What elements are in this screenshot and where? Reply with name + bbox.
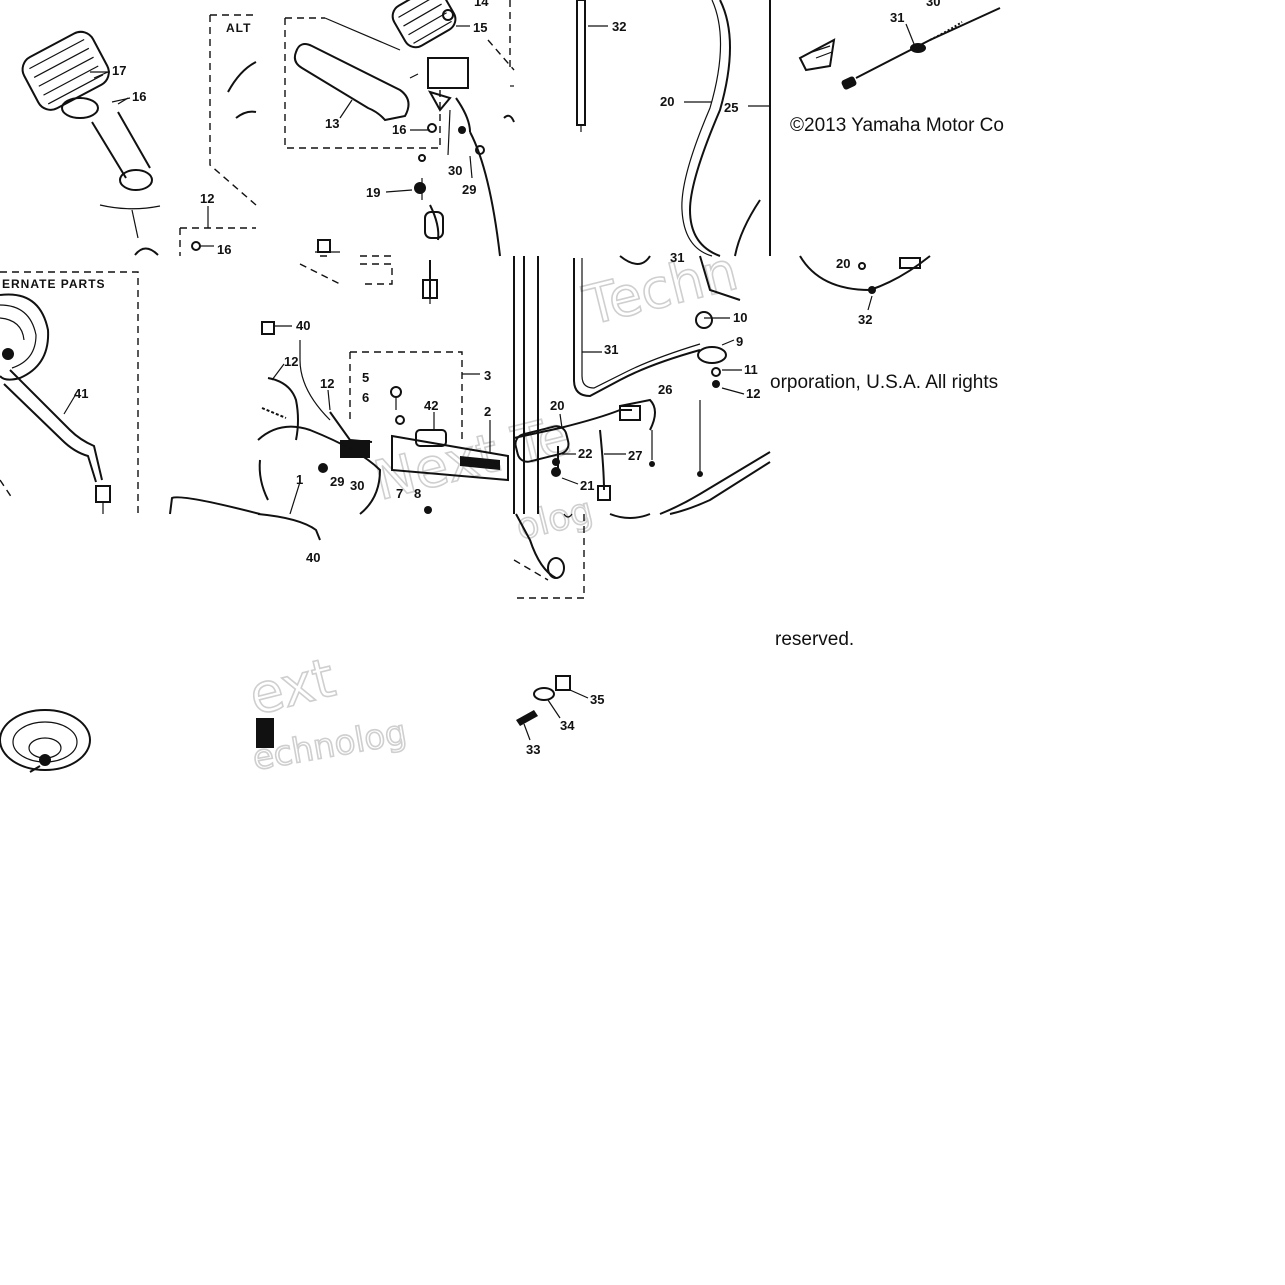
callout-label: 5 — [362, 370, 369, 385]
clutch-lever-assembly — [284, 0, 515, 257]
callout-label: 29 — [330, 474, 344, 489]
watermark: Techn — [577, 239, 744, 338]
watermark: ext — [243, 646, 341, 728]
switch-assembly — [169, 260, 509, 541]
callout-label: 29 — [462, 182, 476, 197]
callout-label: 20 — [836, 256, 850, 271]
callout-label: 12 — [200, 191, 214, 206]
callout-label: 40 — [306, 550, 320, 565]
throttle-assembly — [513, 255, 771, 515]
spring-parts — [516, 675, 571, 726]
callout-label: 40 — [296, 318, 310, 333]
alternate-lever-box — [179, 14, 257, 256]
callout-label: 14 — [474, 0, 489, 9]
alternate-parts-label: ERNATE PARTS — [2, 277, 106, 291]
copyright-line: reserved. — [775, 629, 854, 650]
callout-label: 15 — [473, 20, 487, 35]
callout-label: 13 — [325, 116, 339, 131]
callout-label: 16 — [132, 89, 146, 104]
callout-label: 16 — [217, 242, 231, 257]
callout-label: 19 — [366, 185, 380, 200]
callout-label: 20 — [660, 94, 674, 109]
callout-label: 30 — [350, 478, 364, 493]
callout-label: 8 — [414, 486, 421, 501]
callout-label: 12 — [284, 354, 298, 369]
callout-label: 16 — [392, 122, 406, 137]
callout-label: 3 — [484, 368, 491, 383]
callouts: 17 16 12 16 13 16 15 14 30 29 19 32 20 2… — [63, 0, 940, 757]
small-switch — [256, 718, 274, 748]
copyright-line: orporation, U.S.A. All rights — [770, 372, 998, 393]
callout-label: 21 — [580, 478, 594, 493]
callout-label: 33 — [526, 742, 540, 757]
callout-label: 12 — [320, 376, 334, 391]
callout-label: 20 — [550, 398, 564, 413]
callout-label: 7 — [396, 486, 403, 501]
callout-label: 32 — [858, 312, 872, 327]
callout-label: 12 — [746, 386, 760, 401]
lower-mirror — [0, 709, 91, 773]
mirror-assembly — [0, 271, 139, 514]
callout-label: 25 — [724, 100, 738, 115]
throttle-cable-end — [798, 7, 1001, 90]
callout-label: 30 — [926, 0, 940, 9]
callout-label: 32 — [612, 19, 626, 34]
callout-label: 2 — [484, 404, 491, 419]
callout-label: 35 — [590, 692, 604, 707]
callout-label: 31 — [890, 10, 904, 25]
callout-label: 10 — [733, 310, 747, 325]
grip-assembly — [21, 30, 161, 256]
callout-label: 41 — [74, 386, 88, 401]
callout-label: 26 — [658, 382, 672, 397]
callout-label: 1 — [296, 472, 303, 487]
callout-label: 22 — [578, 446, 592, 461]
callout-label: 42 — [424, 398, 438, 413]
cable-set-top — [576, 0, 771, 257]
callout-label: 17 — [112, 63, 126, 78]
callout-label: 30 — [448, 163, 462, 178]
callout-label: 31 — [604, 342, 618, 357]
handlebar-end — [513, 513, 651, 599]
copyright-line: ©2013 Yamaha Motor Co — [790, 115, 1004, 136]
alternate-box-label: ALT — [226, 21, 251, 35]
callout-label: 34 — [560, 718, 575, 733]
callout-label: 11 — [744, 362, 758, 377]
callout-label: 9 — [736, 334, 743, 349]
callout-label: 6 — [362, 390, 369, 405]
cable-end-lower — [799, 255, 931, 294]
callout-label: 27 — [628, 448, 642, 463]
callout-label: 31 — [670, 250, 684, 265]
